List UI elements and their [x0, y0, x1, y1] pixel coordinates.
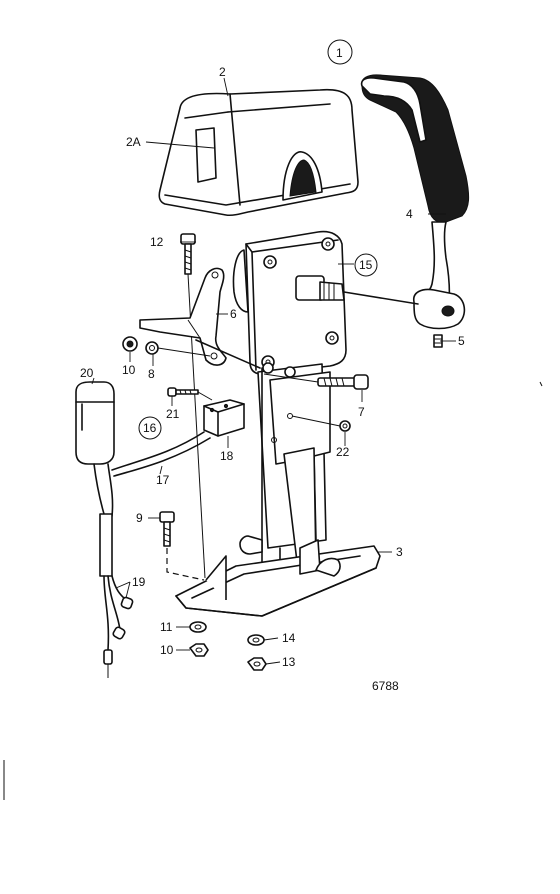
- callout-9: 9: [136, 511, 143, 525]
- washer-nut-left-part: [189, 621, 209, 657]
- callout-15-circle: [354, 253, 378, 277]
- callout-21: 21: [166, 407, 180, 421]
- nut-22-part: [291, 415, 351, 432]
- leader-lines: [91, 77, 456, 665]
- callout-13: 13: [282, 655, 296, 669]
- washer-nut-right-part: [247, 634, 267, 671]
- micro-switch-part: [203, 399, 245, 437]
- callout-1-circle: [327, 39, 353, 65]
- callout-5: 5: [458, 334, 465, 348]
- callout-18: 18: [220, 449, 234, 463]
- callout-20: 20: [80, 366, 94, 380]
- callout-14: 14: [282, 631, 296, 645]
- callout-1: 1: [336, 46, 343, 60]
- screw-21-part: [167, 387, 213, 401]
- washers-upper-part: [122, 336, 211, 357]
- drawing-number: 6788: [372, 679, 399, 693]
- callout-6: 6: [230, 307, 237, 321]
- callout-2: 2: [219, 65, 226, 79]
- callout-4: 4: [406, 207, 413, 221]
- callout-10a: 10: [122, 363, 136, 377]
- housing-part: [232, 230, 419, 375]
- callout-16: 16: [143, 421, 157, 435]
- callout-3: 3: [396, 545, 403, 559]
- cover-part: [158, 88, 359, 217]
- callout-8: 8: [148, 367, 155, 381]
- bolt-7-part: [263, 373, 369, 390]
- callout-12: 12: [150, 235, 164, 249]
- bracket-part: [139, 267, 227, 366]
- callout-10b: 10: [160, 643, 174, 657]
- callout-19: 19: [132, 575, 146, 589]
- callout-17: 17: [156, 473, 170, 487]
- cable-harness-part: [75, 381, 211, 678]
- callout-2a: 2A: [126, 135, 141, 149]
- callout-7: 7: [358, 405, 365, 419]
- callout-16-circle: [138, 416, 162, 440]
- bolt-9-part: [159, 511, 205, 581]
- lever-handle-part: [360, 74, 470, 330]
- stray-mark: [539, 381, 543, 387]
- callout-15: 15: [359, 258, 373, 272]
- callout-22: 22: [336, 445, 350, 459]
- callout-11: 11: [160, 620, 173, 634]
- base-plate-part: [175, 535, 381, 617]
